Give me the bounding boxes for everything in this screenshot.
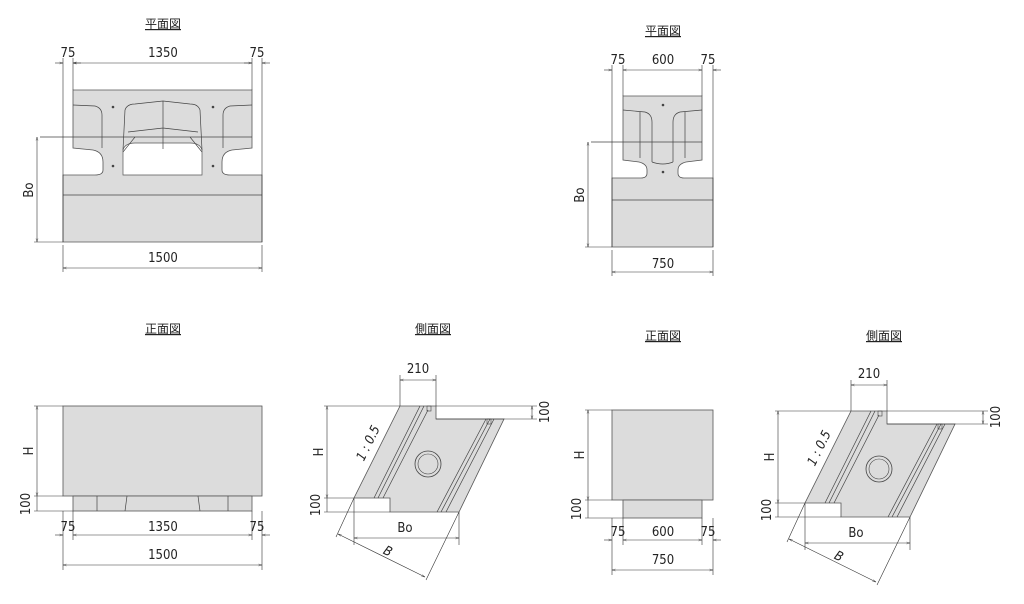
dim-top: 210 [407,362,429,377]
dim-foot: 100 [309,494,324,516]
dim-total: 1500 [148,548,178,563]
dim-total: 750 [652,553,674,568]
side-view-small: 側面図 210 100 H 100 1 : 0.5 Bo B [760,329,1004,586]
dim-left: 75 [611,53,626,68]
dim-total: 1500 [148,251,178,266]
dim-top: 210 [858,367,880,382]
dim-step: 100 [989,406,1004,428]
dim-mid: 600 [652,525,674,540]
pipe-hole [865,455,893,483]
dim-mid: 600 [652,53,674,68]
dim-h: H [22,447,37,456]
side-view-large: 側面図 210 100 H 100 1 : 0.5 Bo B [309,322,553,581]
dim-right: 75 [250,520,265,535]
view-title: 正面図 [645,329,681,343]
front-view-small: 正面図 H 100 75 600 75 750 [570,329,721,575]
view-title: 正面図 [145,322,181,336]
dim-bo: Bo [848,526,863,541]
dim-left: 75 [61,520,76,535]
dim-b: B [832,548,846,565]
dim-foot: 100 [19,493,34,515]
block-foot [72,495,253,512]
dim-height: Bo [22,182,37,197]
dim-b: B [381,543,395,560]
block-foot [622,499,703,519]
dim-right: 75 [701,525,716,540]
view-title: 側面図 [415,322,451,336]
pipe-hole [414,450,442,478]
dim-mid: 1350 [148,520,178,535]
block-body [611,409,714,501]
dim-height: Bo [573,187,588,202]
dim-h: H [573,451,588,460]
dim-right: 75 [701,53,716,68]
view-title: 平面図 [145,17,181,31]
view-title: 側面図 [866,329,902,343]
dim-step: 100 [538,401,553,423]
dim-foot: 100 [570,498,585,520]
dim-total: 750 [652,257,674,272]
block-side-outline [804,410,956,518]
dim-right: 75 [250,46,265,61]
dim-mid: 1350 [148,46,178,61]
plan-view-small: 平面図 75 600 75 Bo 750 [573,24,721,276]
dim-foot: 100 [760,499,775,521]
opening [122,142,203,176]
view-title: 平面図 [645,24,681,38]
dim-h: H [312,448,327,457]
dim-left: 75 [61,46,76,61]
plan-view-large: 平面図 75 1350 75 Bo 1500 [22,17,270,272]
front-view-large: 正面図 H 100 75 1350 75 1500 [19,322,270,570]
block-body [62,405,263,497]
dim-h: H [763,453,778,462]
block-side-outline [353,405,505,513]
dim-bo: Bo [397,521,412,536]
dim-left: 75 [611,525,626,540]
